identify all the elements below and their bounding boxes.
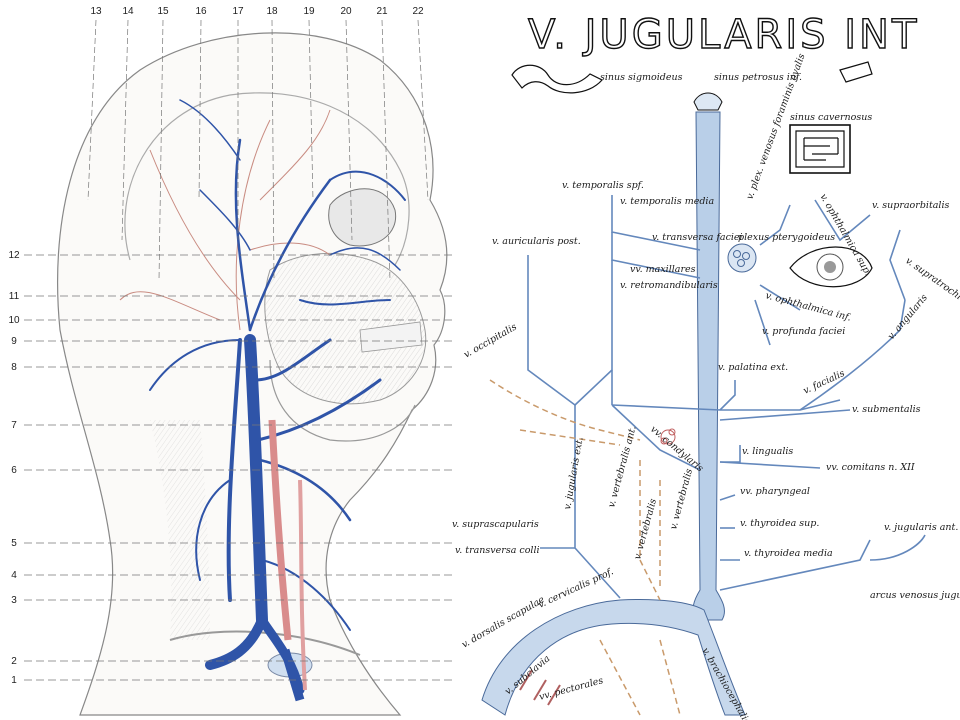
- label-vv-condylaris: vv. condylaris: [648, 424, 705, 475]
- label-v-vertebralis: v. vertebralis: [668, 467, 695, 530]
- top-number-14: 14: [122, 6, 134, 17]
- top-number-17: 17: [232, 6, 244, 17]
- leader-line-top-14: [121, 19, 129, 241]
- orbit: [328, 188, 397, 247]
- schematic-title: V. JUGULARIS INT: [528, 12, 919, 58]
- bulbus-superior: [693, 92, 723, 111]
- leader-line-top-16: [198, 19, 202, 201]
- label-arcus-venosus: arcus venosus jugularis: [870, 590, 960, 601]
- label-v-submentalis: v. submentalis: [852, 404, 921, 415]
- side-number-10: 10: [8, 315, 20, 326]
- top-number-20: 20: [340, 6, 352, 17]
- superficial-arteries: [119, 109, 331, 331]
- leader-line-top-15: [158, 19, 164, 281]
- facial-bones: [264, 253, 427, 405]
- top-number-15: 15: [157, 6, 169, 17]
- label-vv-maxillares: vv. maxillares: [630, 264, 696, 275]
- top-number-19: 19: [303, 6, 315, 17]
- schematic-deep-veins: [489, 379, 681, 716]
- label-v-suprascapularis: v. suprascapularis: [452, 519, 539, 530]
- label-plexus-pterygoideus: plexus pterygoideus: [738, 232, 835, 243]
- internal-jugular-trunk: [692, 111, 725, 621]
- leader-line-top-22: [417, 19, 429, 201]
- side-number-12: 12: [8, 250, 20, 261]
- label-v-lingualis: v. lingualis: [742, 446, 793, 457]
- label-v-thyroidea-sup: v. thyroidea sup.: [740, 518, 819, 529]
- pupil: [824, 261, 836, 273]
- sinus-cavernosus-box: [789, 124, 851, 174]
- sinus-sigmoideus-shape: [511, 64, 603, 94]
- label-v-pharyngeal: vv. pharyngeal: [740, 486, 810, 497]
- top-number-21: 21: [376, 6, 388, 17]
- leader-line-top-18: [271, 19, 275, 281]
- top-number-22: 22: [412, 6, 424, 17]
- label-v-jugularis-ext: v. jugularis ext.: [562, 436, 586, 510]
- teeth: [359, 321, 423, 353]
- side-number-3: 3: [11, 595, 17, 606]
- vein-stub: [280, 648, 305, 702]
- label-v-auricularis-post: v. auricularis post.: [492, 236, 581, 247]
- label-v-retromandibularis: v. retromandibularis: [620, 280, 718, 291]
- label-vv-comitans: vv. comitans n. XII: [826, 462, 915, 473]
- sinus-cavernosus-pattern: [795, 130, 845, 168]
- label-v-occipitalis: v. occipitalis: [462, 321, 519, 360]
- schematic-branches: [527, 195, 926, 599]
- side-number-2: 2: [11, 656, 17, 667]
- side-number-6: 6: [11, 465, 17, 476]
- label-v-transversa-colli: v. transversa colli: [455, 545, 540, 556]
- label-v-angularis: v. angularis: [886, 292, 930, 342]
- label-v-jugularis-ant: v. jugularis ant.: [884, 522, 958, 533]
- side-number-4: 4: [11, 570, 17, 581]
- side-number-7: 7: [11, 420, 17, 431]
- mandible: [269, 359, 416, 442]
- label-v-pectorales: vv. pectorales: [538, 675, 605, 703]
- label-v-supraorbitalis: v. supraorbitalis: [872, 200, 949, 211]
- top-number-16: 16: [195, 6, 207, 17]
- label-v-vertebralis-ant: v. vertebralis ant.: [606, 425, 638, 509]
- top-number-18: 18: [266, 6, 278, 17]
- side-number-8: 8: [11, 362, 17, 373]
- side-number-11: 11: [9, 291, 20, 302]
- side-numbers: 12 11 10 9 8 7 6 5 4 3 2 1: [8, 250, 20, 686]
- leader-line-top-20: [345, 19, 353, 241]
- label-v-palatina-ext: v. palatina ext.: [718, 362, 788, 373]
- vein-hatch: [519, 669, 561, 706]
- leader-line-top-19: [308, 19, 314, 201]
- label-sinus-petrosus: sinus petrosus inf.: [714, 72, 802, 83]
- side-number-9: 9: [11, 336, 17, 347]
- artery-branch: [298, 479, 307, 691]
- label-v-thyroidea-media: v. thyroidea media: [744, 548, 833, 559]
- label-v-vertebralis-2: v. vertebralis: [632, 497, 659, 560]
- neck-shading: [150, 420, 210, 640]
- skull: [124, 92, 410, 266]
- carotid-artery: [268, 419, 292, 641]
- label-v-temporalis-media: v. temporalis media: [620, 196, 714, 207]
- subclavian-brachiocephalic: [481, 599, 746, 716]
- plexus-pterygoideus: [727, 243, 757, 273]
- leader-line-top-13: [87, 19, 97, 201]
- label-sinus-cavernosus: sinus cavernosus: [790, 112, 872, 123]
- label-v-temporalis-spf: v. temporalis spf.: [562, 180, 644, 191]
- leader-lines: [24, 19, 455, 681]
- label-sinus-sigmoideus: sinus sigmoideus: [600, 72, 683, 83]
- label-v-ophthalmica-inf: v. ophthalmica inf.: [764, 290, 852, 323]
- label-v-transversa-faciei: v. transversa faciei: [652, 232, 743, 243]
- top-number-13: 13: [90, 6, 102, 17]
- label-v-profunda-faciei: v. profunda faciei: [762, 326, 845, 337]
- plexus-condylaris: [660, 429, 676, 445]
- sinus-petrosus-shape: [839, 61, 873, 83]
- leader-line-top-21: [381, 19, 391, 281]
- top-numbers: 13 14 15 16 17 18 19 20 21 22: [90, 6, 424, 17]
- side-number-1: 1: [11, 675, 17, 686]
- vein-schematic: V. JUGULARIS INT sinus sigmoideus sinus …: [452, 11, 960, 720]
- side-number-5: 5: [11, 538, 17, 549]
